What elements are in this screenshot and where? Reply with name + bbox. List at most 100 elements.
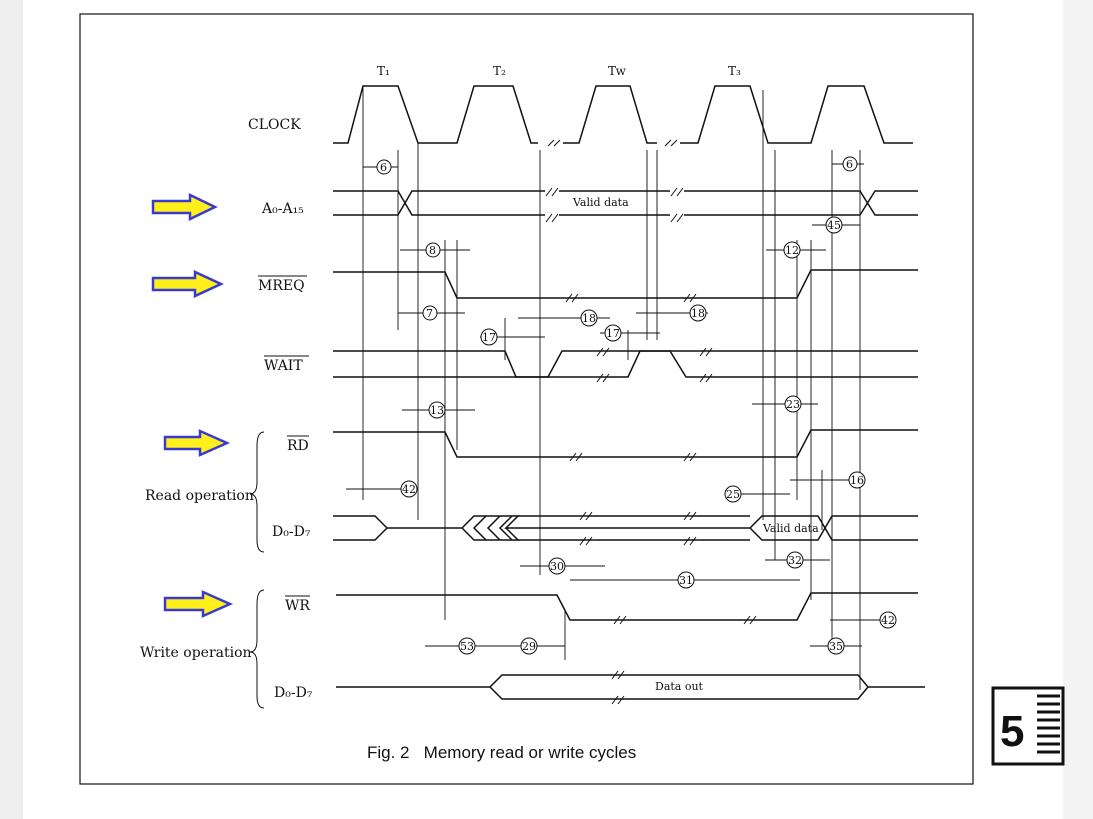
- signal-label-mreq: MREQ: [258, 278, 305, 294]
- timing-ref-7-label: 7: [426, 307, 433, 320]
- timing-ref-13: [428, 401, 446, 419]
- timing-ref-17b: [604, 324, 622, 342]
- timing-ref-23: [784, 395, 802, 413]
- signal-label-clock: CLOCK: [248, 117, 301, 133]
- timing-ref-17a: [480, 328, 498, 346]
- wait-waveform-b: [333, 350, 918, 378]
- timing-ref-35-label: 35: [829, 640, 843, 653]
- signal-label-wait: WAIT: [264, 358, 303, 374]
- rd-waveform: [333, 429, 918, 458]
- right-margin: [1063, 0, 1093, 819]
- write-data-bus-a: [336, 674, 925, 688]
- state-label-t2: T₂: [493, 64, 506, 78]
- timing-ref-6b-label: 6: [846, 158, 853, 171]
- timing-ref-13-label: 13: [430, 404, 444, 417]
- timing-ref-42a: [400, 480, 418, 498]
- timing-ref-18b-label: 18: [691, 307, 705, 320]
- mreq-waveform: [333, 269, 918, 299]
- timing-ref-32-label: 32: [788, 554, 802, 567]
- clock-break-marks: [547, 139, 678, 147]
- timing-ref-30-label: 30: [550, 560, 564, 573]
- signal-label-wr: WR: [285, 598, 310, 614]
- diagram-frame: [79, 13, 974, 785]
- timing-ref-31-label: 31: [679, 574, 693, 587]
- clock-waveform: [333, 85, 538, 144]
- clock-waveform-3: [680, 85, 913, 144]
- timing-ref-18b: [689, 304, 707, 322]
- timing-ref-6b: [842, 156, 858, 172]
- wr-waveform: [336, 592, 918, 621]
- section-badge: 5: [991, 686, 1065, 766]
- signal-label-write-data: D₀-D₇: [274, 685, 313, 701]
- timing-markers: 6 6 45 8 12 7 17 18 17: [346, 156, 897, 655]
- timing-ref-12-label: 12: [785, 244, 799, 257]
- timing-ref-45: [825, 216, 843, 234]
- write-out-label: Data out: [655, 680, 704, 693]
- group-label-write: Write operation: [140, 645, 252, 661]
- timing-ref-8-label: 8: [429, 244, 436, 257]
- address-bus-low: [333, 190, 918, 216]
- timing-ref-23-label: 23: [786, 398, 800, 411]
- figure-caption: Fig. 2 Memory read or write cycles: [367, 743, 636, 762]
- timing-ref-16-label: 16: [850, 474, 864, 487]
- timing-ref-53-label: 53: [460, 640, 474, 653]
- highlight-arrow-rd: [163, 429, 231, 457]
- timing-ref-29: [520, 637, 538, 655]
- timing-ref-35: [827, 637, 845, 655]
- timing-ref-31: [677, 571, 695, 589]
- wait-waveform-a: [333, 350, 918, 378]
- timing-ref-16: [848, 471, 866, 489]
- clock-waveform-2: [563, 85, 657, 144]
- left-margin: [0, 0, 23, 819]
- timing-ref-42b-label: 42: [881, 614, 895, 627]
- timing-ref-18a: [580, 309, 598, 327]
- timing-ref-30: [548, 557, 566, 575]
- signal-label-read-data: D₀-D₇: [272, 524, 311, 540]
- read-data-break-marks: [579, 511, 697, 546]
- state-label-tw: Tw: [608, 64, 627, 78]
- state-label-t3: T₃: [728, 64, 741, 78]
- highlight-arrow-mreq: [151, 270, 224, 298]
- read-data-bus-b: [333, 515, 918, 541]
- read-valid-label: Valid data: [762, 522, 819, 535]
- address-break-marks: [545, 187, 684, 223]
- mreq-break-marks: [565, 293, 697, 303]
- timing-ref-29-label: 29: [522, 640, 536, 653]
- timing-ref-18a-label: 18: [582, 312, 596, 325]
- read-brace: [249, 431, 265, 553]
- rd-break-marks: [569, 452, 697, 462]
- timing-ref-25-label: 25: [726, 488, 740, 501]
- section-badge-lines: [1037, 694, 1060, 754]
- timing-ref-12: [783, 241, 801, 259]
- timing-ref-6a-label: 6: [380, 161, 387, 174]
- wr-break-marks: [613, 615, 757, 625]
- timing-ref-45-label: 45: [827, 219, 841, 232]
- read-data-crosshatch: [472, 515, 513, 541]
- timing-ref-32: [786, 551, 804, 569]
- signal-label-address: A₀-A₁₅: [261, 201, 304, 217]
- address-bus-high: [333, 190, 918, 216]
- read-data-bus-a: [333, 515, 918, 541]
- write-brace: [249, 589, 265, 709]
- timing-ref-6a: [376, 159, 392, 175]
- highlight-arrow-address: [151, 193, 218, 221]
- wait-break-marks: [596, 347, 713, 383]
- highlight-arrow-wr: [163, 590, 234, 618]
- write-data-bus-b: [489, 686, 869, 700]
- timing-ref-7: [422, 305, 438, 321]
- state-label-t1: T₁: [377, 64, 390, 78]
- group-label-read: Read operation: [145, 488, 254, 504]
- reference-lines: [362, 86, 861, 690]
- timing-ref-42a-label: 42: [402, 483, 416, 496]
- timing-ref-17a-label: 17: [482, 331, 496, 344]
- section-badge-number: 5: [1000, 707, 1024, 756]
- timing-ref-25: [724, 485, 742, 503]
- signal-label-rd: RD: [287, 438, 309, 454]
- address-label-bg: [568, 193, 642, 211]
- timing-ref-42b: [879, 611, 897, 629]
- timing-ref-17b-label: 17: [606, 327, 620, 340]
- write-data-break-marks: [611, 670, 625, 705]
- timing-ref-8: [425, 242, 441, 258]
